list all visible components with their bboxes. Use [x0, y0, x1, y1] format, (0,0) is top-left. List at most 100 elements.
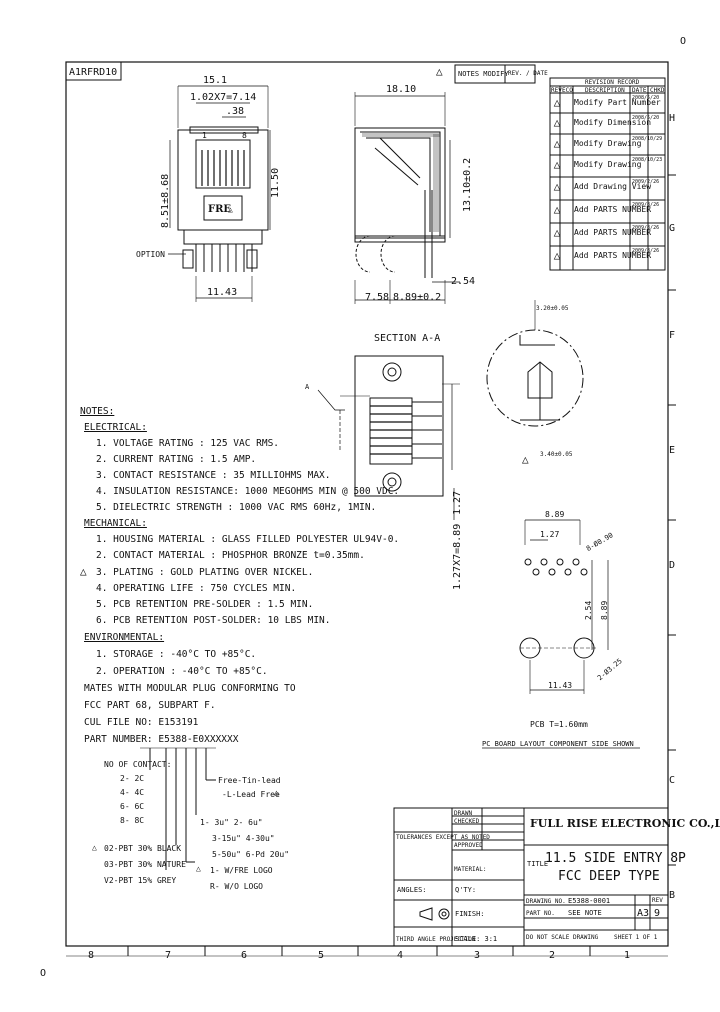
note-line: 5. DIELECTRIC STRENGTH : 1000 VAC RMS 60…	[96, 502, 377, 513]
revision-date: 2009/8/26	[632, 225, 660, 231]
drawing-label: A1RFRD10	[69, 67, 118, 78]
zone-number: 1	[624, 950, 631, 961]
zone-letter: D	[669, 560, 676, 571]
dim-front-height: 11.50	[270, 167, 281, 198]
revision-col-chkd: CHKD	[650, 87, 665, 94]
logo-option: 1- W/FRE LOGO	[210, 866, 273, 875]
part-no-label: PART NO.	[526, 910, 555, 917]
finish-label: FINISH:	[455, 910, 485, 918]
plating-option: 3-15u" 4-30u"	[212, 834, 275, 843]
revision-triangle-icon: △	[553, 249, 561, 262]
revision-date: 2009/8/26	[632, 202, 660, 208]
color-option: V2-PBT 15% GREY	[104, 876, 177, 885]
revision-row: △ Modify Drawing 2008/10/23	[550, 155, 665, 177]
section-title: SECTION A-A	[374, 333, 441, 344]
plating-option: 5-50u" 6-Pd 20u"	[212, 850, 290, 859]
scale-note: DO NOT SCALE DRAWING	[526, 934, 599, 941]
title-line-2: FCC DEEP TYPE	[558, 869, 660, 884]
corner-mark-top: O	[680, 36, 687, 47]
approved-label: APPROVED	[454, 842, 483, 849]
revision-triangle-icon: △	[553, 203, 561, 216]
note-line: 5. PCB RETENTION PRE-SOLDER : 1.5 MIN.	[96, 599, 314, 610]
material-label: MATERIAL:	[454, 866, 487, 873]
revision-date: 2008/10/23	[632, 157, 663, 163]
dim-side-758: 7.58	[365, 292, 390, 303]
notes-title: NOTES:	[80, 406, 115, 417]
revision-row: △ Modify Part Number 2008/5/20	[550, 93, 665, 115]
revision-header: REVISION RECORD	[585, 79, 640, 86]
revision-triangle-icon: △	[553, 180, 561, 193]
zone-letter: C	[669, 775, 676, 786]
color-option: 02-PBT 30% BLACK	[104, 844, 182, 853]
revision-desc: Add PARTS NUMBER	[574, 205, 652, 214]
revision-row: △ Modify Drawing 2008/10/29	[550, 134, 665, 156]
dim-side-254: 2.54	[451, 276, 476, 287]
revision-col-eco: ECO	[562, 87, 573, 94]
part-no: SEE NOTE	[568, 909, 602, 917]
note-line: 6. PCB RETENTION POST-SOLDER: 10 LBS MIN…	[96, 615, 331, 626]
fre-logo: FRE	[208, 204, 232, 215]
mechanical-title: MECHANICAL:	[84, 518, 147, 529]
zone-number: 8	[88, 950, 95, 961]
zone-letter: F	[669, 330, 676, 341]
corner-mark-bottom: O	[40, 968, 47, 979]
note-line: 2. CURRENT RATING : 1.5 AMP.	[96, 454, 257, 465]
note-line: 3. PLATING : GOLD PLATING OVER NICKEL.	[96, 567, 314, 578]
revision-triangle-icon: △	[196, 864, 201, 873]
revision-triangle-icon: △	[274, 788, 279, 797]
revision-desc: Modify Part Number	[574, 98, 661, 107]
revision-triangle-icon: △	[553, 137, 561, 150]
title-line-1: 11.5 SIDE ENTRY 8P	[545, 851, 686, 866]
zone-number: 3	[474, 950, 481, 961]
dim-front-pitch: 1.02X7=7.14	[190, 92, 257, 103]
sheet-label: SHEET 1 OF 1	[614, 934, 658, 941]
color-option: 03-PBT 30% NATURE	[104, 860, 186, 869]
notes-modify-title: NOTES MODIFY	[458, 70, 509, 78]
dim-section-127: 1.27	[452, 490, 463, 515]
contact-option: 6- 6C	[120, 802, 145, 811]
zone-letter: B	[669, 890, 676, 901]
revision-date: 2008/10/29	[632, 136, 663, 142]
rev-label: REV	[652, 897, 663, 904]
zone-number: 6	[241, 950, 248, 961]
revision-desc: Modify Drawing	[574, 139, 642, 148]
revision-row: △ Add PARTS NUMBER 2009/8/26	[550, 200, 665, 222]
revision-desc: Add PARTS NUMBER	[574, 251, 652, 260]
zone-number: 2	[549, 950, 556, 961]
tolerance-label: TOLERANCES EXCEPT AS NOTED	[396, 834, 490, 841]
revision-triangle-icon: △	[92, 843, 97, 852]
dim-pcb-1143: 11.43	[548, 681, 573, 690]
revision-triangle-icon: △	[553, 226, 561, 239]
revision-row: △ Add PARTS NUMBER 2009/8/26	[550, 246, 665, 268]
note-line: 2. CONTACT MATERIAL : PHOSPHOR BRONZE t=…	[96, 550, 365, 561]
rev-number: 9	[654, 908, 661, 919]
plating-option: 1- 3u" 2- 6u"	[200, 818, 263, 827]
revision-row: △ Add Drawing View 2009/2/26	[550, 177, 665, 199]
dim-front-pin: .38	[226, 106, 245, 117]
revision-triangle-icon: △	[553, 116, 561, 129]
contact-option: 4- 4C	[120, 788, 145, 797]
revision-col-date: DATE	[632, 87, 647, 94]
note-line: CUL FILE NO: E153191	[84, 717, 199, 728]
revision-triangle-icon: △	[80, 565, 87, 578]
scale-label: SCALE: 3:1	[455, 935, 498, 943]
revision-date: 2008/5/20	[632, 115, 660, 121]
note-line: 3. CONTACT RESISTANCE : 35 MILLIOHMS MAX…	[96, 470, 331, 481]
pcb-thickness: PCB T=1.60mm	[530, 720, 588, 729]
contact-option: 2- 2C	[120, 774, 145, 783]
lead-free-option: Free-Tin-lead	[218, 776, 281, 785]
zone-letter: E	[669, 445, 676, 456]
dim-pcb-127: 1.27	[540, 530, 560, 539]
sheet-size: A3	[637, 908, 650, 919]
revision-date: 2009/8/26	[632, 248, 660, 254]
revision-desc: Add Drawing View	[574, 182, 652, 191]
dim-side-889: 8.89±0.2	[393, 292, 442, 303]
revision-col-desc: DESCRIPTION	[585, 87, 625, 94]
contact-option: 8- 8C	[120, 816, 145, 825]
notes-modify-col: REV. / DATE	[508, 70, 548, 77]
pin-1-label: 1	[202, 131, 207, 140]
dim-detail-circle: 3.20±0.05	[536, 305, 569, 312]
revision-desc: Modify Drawing	[574, 160, 642, 169]
note-line: 1. STORAGE : -40°C TO +85°C.	[96, 649, 257, 660]
